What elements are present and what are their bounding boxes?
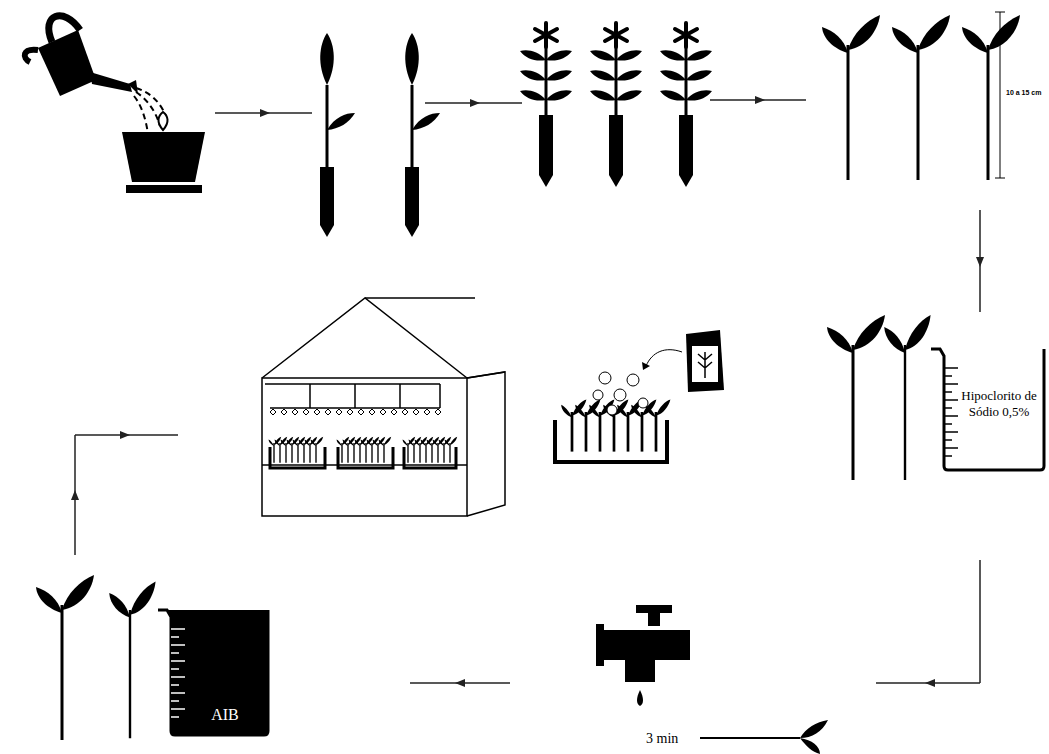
fertilizer-bag bbox=[642, 330, 724, 392]
watering-can bbox=[25, 16, 166, 134]
cuttings bbox=[36, 575, 156, 740]
dimension-label: 10 a 15 cm bbox=[1006, 89, 1041, 96]
beaker-label: AIB bbox=[183, 705, 267, 725]
flowering-plants bbox=[520, 23, 712, 187]
cuttings bbox=[827, 315, 931, 480]
beaker: AIB bbox=[155, 607, 270, 737]
dimension-bracket bbox=[995, 12, 1005, 178]
tray-cuttings bbox=[269, 437, 458, 463]
substrate-tray bbox=[555, 372, 670, 462]
beaker: Hipoclorito de Sódio 0,5% bbox=[928, 346, 1046, 472]
beaker-label: Hipoclorito de Sódio 0,5% bbox=[958, 388, 1040, 421]
greenhouse bbox=[262, 298, 505, 516]
rooted-cuttings bbox=[320, 33, 440, 237]
seed-pot bbox=[122, 112, 205, 193]
time-label: 3 min bbox=[646, 731, 678, 747]
cuttings bbox=[822, 15, 1020, 180]
faucet bbox=[596, 605, 828, 754]
flow-arrow bbox=[75, 100, 980, 683]
misting-nozzles bbox=[270, 409, 441, 415]
